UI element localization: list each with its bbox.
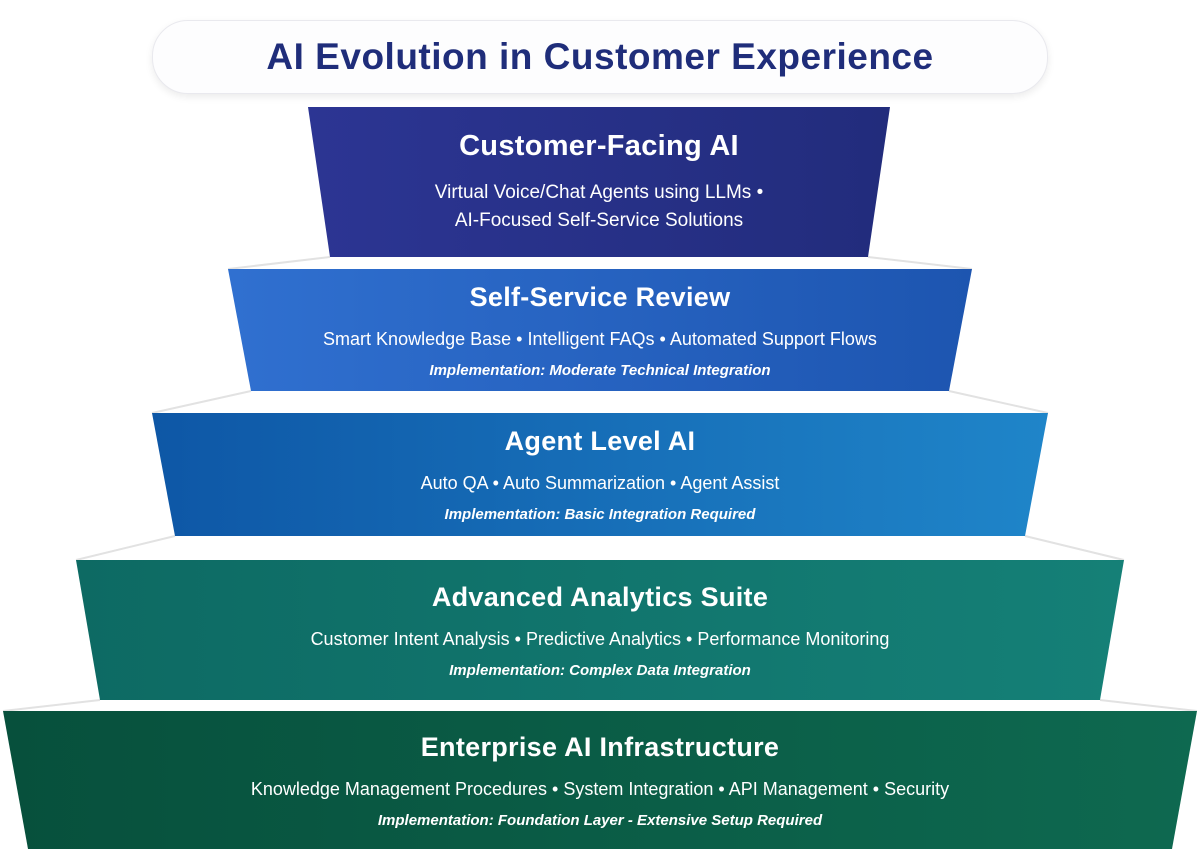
seam-lines — [2, 256, 1198, 712]
layer-body: Auto QA • Auto Summarization • Agent Ass… — [421, 469, 780, 497]
layer-self-service-review: Self-Service Review Smart Knowledge Base… — [228, 269, 972, 391]
layer-implementation-note: Implementation: Foundation Layer - Exten… — [377, 811, 823, 829]
layer-heading: Agent Level AI — [504, 426, 696, 456]
layer-heading: Customer-Facing AI — [459, 129, 739, 162]
layer-body: Knowledge Management Procedures • System… — [251, 775, 949, 803]
diagram-title-pill: AI Evolution in Customer Experience — [152, 20, 1048, 94]
layer-enterprise-ai-infrastructure: Enterprise AI Infrastructure Knowledge M… — [3, 711, 1197, 849]
layer-body: Virtual Voice/Chat Agents using LLMs • A… — [435, 179, 763, 235]
layer-advanced-analytics-suite: Advanced Analytics Suite Customer Intent… — [76, 560, 1124, 700]
layer-body-line: Knowledge Management Procedures • System… — [250, 778, 950, 799]
layer-body-line: Customer Intent Analysis • Predictive An… — [310, 628, 890, 649]
layer-heading: Self-Service Review — [469, 281, 731, 312]
layer-agent-level-ai: Agent Level AI Auto QA • Auto Summarizat… — [152, 413, 1048, 536]
layer-body: Smart Knowledge Base • Intelligent FAQs … — [323, 325, 877, 353]
layer-implementation-note: Implementation: Moderate Technical Integ… — [429, 361, 771, 379]
layer-body-line: Smart Knowledge Base • Intelligent FAQs … — [323, 328, 877, 349]
layer-body-line: AI-Focused Self-Service Solutions — [454, 209, 744, 231]
layer-body: Customer Intent Analysis • Predictive An… — [311, 625, 890, 653]
layer-implementation-note: Implementation: Complex Data Integration — [449, 661, 751, 679]
layer-body-line: Auto QA • Auto Summarization • Agent Ass… — [420, 473, 780, 493]
layer-heading: Enterprise AI Infrastructure — [420, 731, 780, 762]
layer-customer-facing-ai: Customer-Facing AI Virtual Voice/Chat Ag… — [308, 107, 890, 257]
layer-implementation-note: Implementation: Basic Integration Requir… — [444, 506, 756, 523]
layer-body-line: Virtual Voice/Chat Agents using LLMs • — [434, 181, 764, 203]
layer-heading: Advanced Analytics Suite — [431, 581, 769, 612]
diagram-title: AI Evolution in Customer Experience — [266, 36, 934, 77]
